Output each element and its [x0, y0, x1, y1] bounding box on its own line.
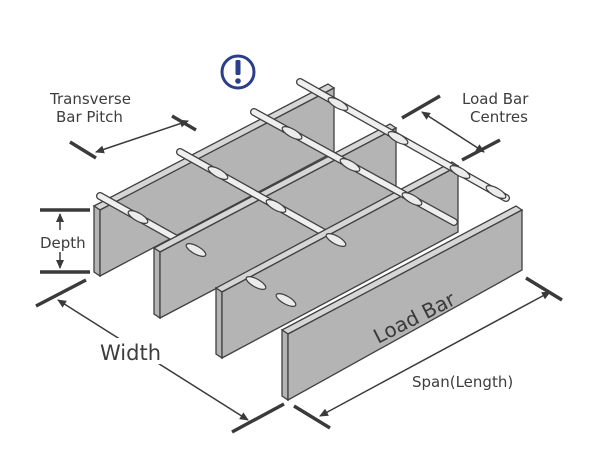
transverse-bar-pitch-label-line2: Bar Pitch [56, 108, 123, 126]
load-bar-centres-label-line1: Load Bar [462, 90, 529, 108]
depth-label: Depth [40, 234, 86, 252]
twisted-bar-detail [127, 97, 507, 307]
span-dimension [293, 276, 563, 430]
transverse-bar-pitch-dimension [69, 114, 197, 160]
width-label: Width [100, 341, 161, 365]
load-bar-centres-label-line2: Centres [470, 108, 528, 126]
span-label: Span(Length) [412, 373, 513, 391]
depth-dimension [40, 208, 90, 274]
exclamation-circle-icon[interactable] [220, 54, 256, 90]
transverse-bar-pitch-label-line1: Transverse [49, 90, 131, 108]
width-label-backdrop [96, 338, 168, 364]
load-bar-centres-dimension [401, 94, 501, 162]
